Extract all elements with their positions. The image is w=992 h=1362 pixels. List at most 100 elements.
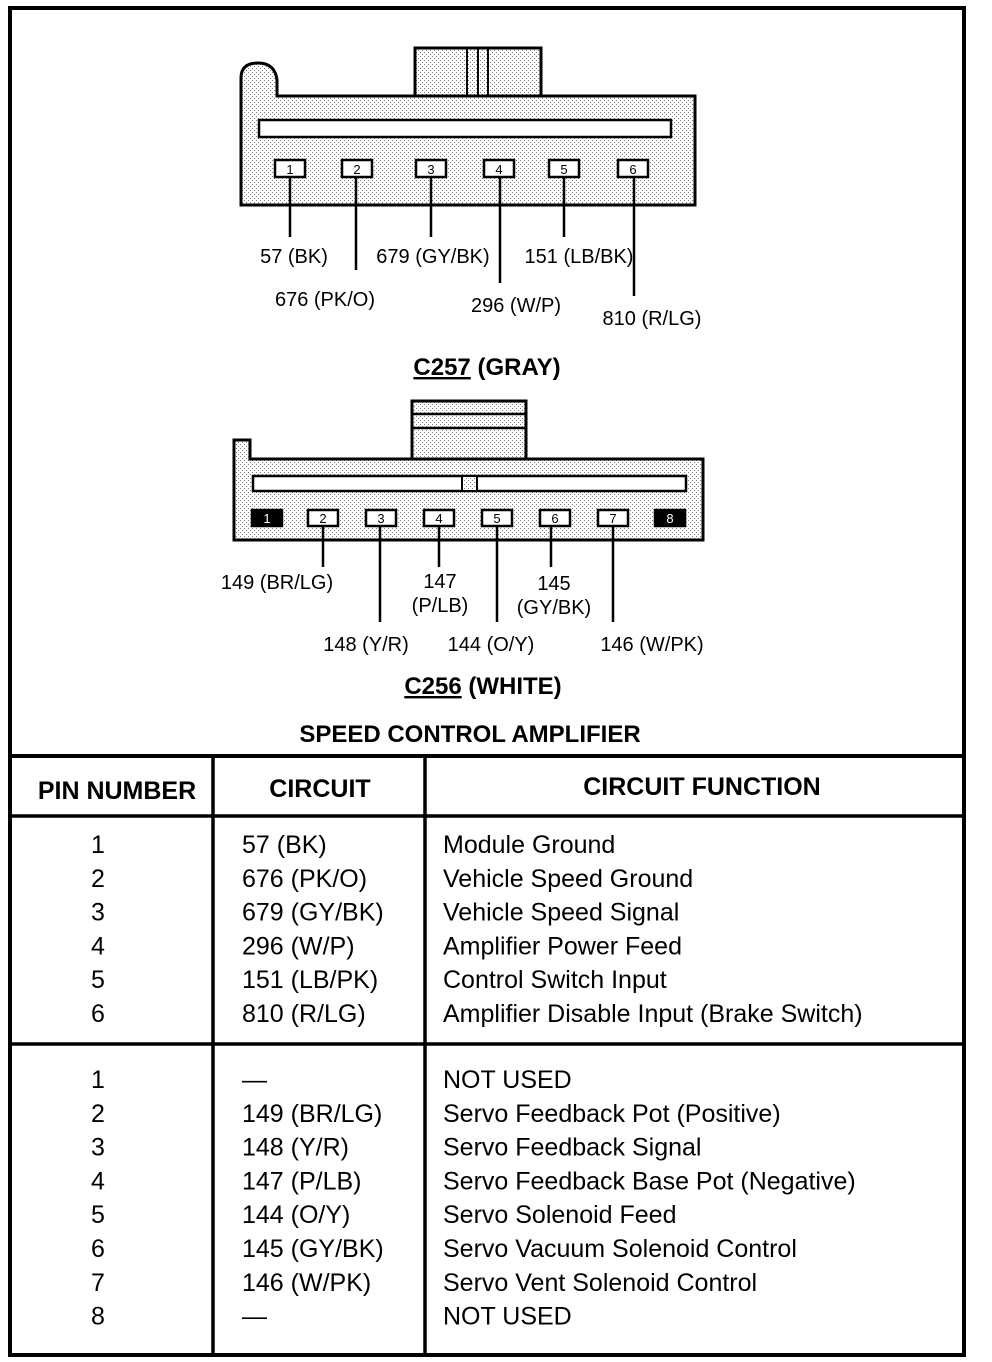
svg-text:8: 8: [666, 511, 673, 526]
c256-pin-6: 6: [538, 508, 572, 528]
c256-wire-5: 144 (O/Y): [448, 634, 535, 656]
svg-text:6: 6: [629, 162, 636, 177]
c256-wire-2: 149 (BR/LG): [221, 572, 333, 594]
c257-id: C257: [413, 354, 470, 381]
function-cell: Servo Vent Solenoid Control: [443, 1269, 757, 1297]
pin-number-cell: 6: [91, 1235, 105, 1263]
pin-number-cell: 3: [91, 899, 105, 927]
svg-text:1: 1: [286, 162, 293, 177]
table-row: 1 57 (BK) Module Ground: [91, 831, 615, 859]
svg-text:4: 4: [435, 511, 442, 526]
c256-wire-6-line2: (GY/BK): [517, 597, 591, 619]
function-cell: Vehicle Speed Ground: [443, 865, 693, 893]
table-row: 2 676 (PK/O) Vehicle Speed Ground: [91, 865, 693, 893]
c256-wire-6-line1: 145: [537, 573, 570, 595]
c256-pin-4: 4: [422, 508, 456, 528]
c256-pin-2: 2: [306, 508, 340, 528]
c257-pin-4: 4: [482, 158, 516, 179]
pin-number-cell: 2: [91, 1100, 105, 1128]
c256-wire-7: 146 (W/PK): [600, 634, 703, 656]
pin-number-cell: 1: [91, 831, 105, 859]
c257-wire-2: 676 (PK/O): [275, 289, 375, 311]
svg-text:6: 6: [551, 511, 558, 526]
circuit-cell: —: [242, 1303, 267, 1331]
pin-number-cell: 5: [91, 1201, 105, 1229]
table-row: 8—NOT USED: [91, 1303, 572, 1331]
svg-text:4: 4: [495, 162, 502, 177]
pin-number-cell: 2: [91, 865, 105, 893]
circuit-cell: 144 (O/Y): [242, 1201, 350, 1229]
table-row: 2 149 (BR/LG) Servo Feedback Pot (Positive…: [91, 1100, 781, 1128]
c256-id: C256: [404, 673, 461, 700]
c257-wire-6: 810 (R/LG): [603, 308, 702, 330]
table-group-c257: 1 57 (BK) Module Ground 2 676 (PK/O) Vehicle …: [91, 831, 863, 1028]
c256-title: C256 (WHITE): [404, 673, 561, 700]
function-cell: Vehicle Speed Signal: [443, 899, 679, 927]
svg-text:3: 3: [377, 511, 384, 526]
c257-pin-3: 3: [414, 158, 448, 179]
function-cell: Servo Vacuum Solenoid Control: [443, 1235, 797, 1263]
function-cell: Servo Feedback Base Pot (Negative): [443, 1167, 856, 1195]
c256-wire-4-line2: (P/LB): [412, 595, 469, 617]
c257-color: (GRAY): [471, 354, 561, 381]
circuit-cell: 57 (BK): [242, 831, 327, 859]
svg-text:5: 5: [493, 511, 500, 526]
c256-pin-3: 3: [364, 508, 398, 528]
function-cell: Servo Feedback Pot (Positive): [443, 1100, 781, 1128]
circuit-cell: 151 (LB/PK): [242, 966, 378, 994]
function-cell: Module Ground: [443, 831, 615, 859]
pin-number-cell: 5: [91, 966, 105, 994]
svg-text:5: 5: [560, 162, 567, 177]
svg-text:3: 3: [427, 162, 434, 177]
function-cell: NOT USED: [443, 1066, 572, 1094]
pin-number-cell: 4: [91, 1167, 105, 1195]
table-row: 6 145 (GY/BK) Servo Vacuum Solenoid Contro…: [91, 1235, 797, 1263]
pin-number-cell: 6: [91, 1000, 105, 1028]
svg-text:2: 2: [353, 162, 360, 177]
c257-pin-5: 5: [547, 158, 581, 179]
component-title: SPEED CONTROL AMPLIFIER: [299, 721, 640, 748]
c256-pin-7: 7: [596, 508, 630, 528]
svg-text:1: 1: [263, 511, 270, 526]
c257-wire-1: 57 (BK): [260, 246, 328, 268]
c257-wire-4: 296 (W/P): [471, 295, 561, 317]
header-circuit-function: CIRCUIT FUNCTION: [583, 773, 820, 801]
circuit-cell: 676 (PK/O): [242, 865, 367, 893]
circuit-cell: 147 (P/LB): [242, 1167, 362, 1195]
c257-pin-6: 6: [616, 158, 650, 179]
c256-color: (WHITE): [462, 673, 562, 700]
c257-title: C257 (GRAY): [413, 354, 560, 381]
header-circuit: CIRCUIT: [269, 775, 370, 803]
table-row: 4 147 (P/LB) Servo Feedback Base Pot (Nega…: [91, 1167, 856, 1195]
connector-c256: 1 2 3 4 5 6 7 8: [221, 399, 705, 700]
table-row: 6 810 (R/LG) Amplifier Disable Input (Brak…: [91, 1000, 863, 1028]
circuit-cell: 296 (W/P): [242, 932, 355, 960]
table-row: 7 146 (W/PK) Servo Vent Solenoid Control: [91, 1269, 757, 1297]
circuit-cell: —: [242, 1066, 267, 1094]
c256-wire-4-line1: 147: [423, 571, 456, 593]
circuit-cell: 149 (BR/LG): [242, 1100, 382, 1128]
c256-pin-8: 8: [653, 508, 687, 528]
circuit-cell: 148 (Y/R): [242, 1134, 349, 1162]
circuit-cell: 810 (R/LG): [242, 1000, 366, 1028]
table-row: 1—NOT USED: [91, 1066, 572, 1094]
circuit-cell: 145 (GY/BK): [242, 1235, 384, 1263]
outer-border: [8, 6, 966, 1357]
c257-pin-1: 1: [273, 158, 307, 179]
function-cell: Servo Feedback Signal: [443, 1134, 701, 1162]
c256-pin-5: 5: [480, 508, 514, 528]
circuit-cell: 146 (W/PK): [242, 1269, 371, 1297]
c257-wire-5: 151 (LB/BK): [525, 246, 634, 268]
c257-wire-3: 679 (GY/BK): [376, 246, 489, 268]
c256-pin-1: 1: [250, 508, 284, 528]
c257-slot: [257, 118, 673, 139]
pin-number-cell: 7: [91, 1269, 105, 1297]
function-cell: Amplifier Disable Input (Brake Switch): [443, 1000, 863, 1028]
